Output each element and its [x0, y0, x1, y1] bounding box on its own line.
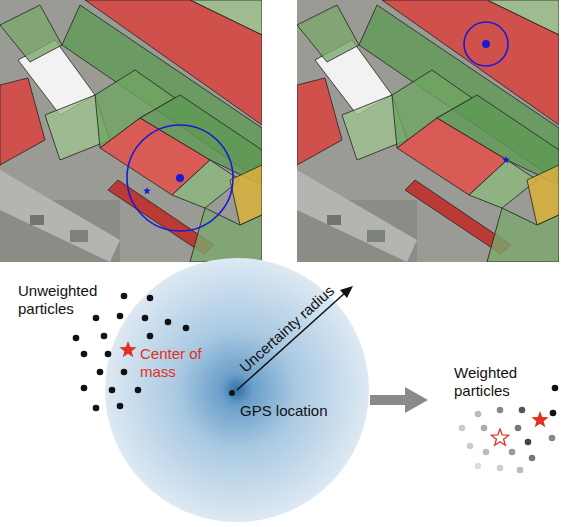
- label: Weighted particles: [454, 364, 534, 400]
- label: GPS location: [240, 402, 328, 420]
- label: Center of mass: [140, 345, 220, 381]
- label: Unweighted particles: [18, 282, 110, 318]
